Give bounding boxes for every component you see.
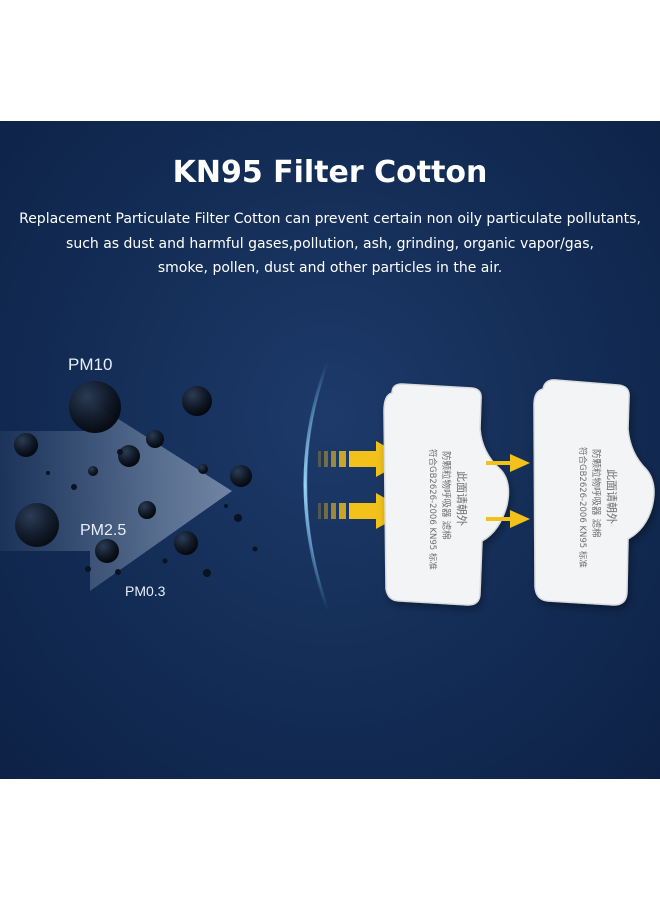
filter-pad-front: 此面请朝外 防颗粒物呼吸器 滤棉 符合GB2626-2006 KN95 标准 (383, 383, 510, 606)
description-line: such as dust and harmful gases,pollution… (66, 235, 594, 252)
filter-print-line2-back: 防颗粒物呼吸器 滤棉 (590, 449, 602, 538)
filter-pad-back: 此面请朝外 防颗粒物呼吸器 滤棉 符合GB2626-2006 KN95 标准 (533, 379, 655, 606)
particle-cluster (14, 381, 258, 577)
filtration-illustration: PM10 PM2.5 PM0.3 (0, 355, 655, 612)
pm25-label: PM2.5 (80, 522, 126, 539)
product-banner: PM10 PM2.5 PM0.3 (0, 121, 660, 779)
description-line: smoke, pollen, dust and other particles … (157, 260, 503, 276)
filter-print-line1-back: 此面请朝外 (605, 469, 618, 524)
pm03-label: PM0.3 (125, 583, 166, 599)
description-line: Replacement Particulate Filter Cotton ca… (19, 211, 641, 227)
pm10-label: PM10 (68, 355, 112, 374)
airflow-arrow (0, 401, 232, 591)
passthrough-arrows (486, 454, 530, 528)
filter-print-line1: 此面请朝外 (455, 471, 468, 526)
filter-print-line3: 符合GB2626-2006 KN95 标准 (427, 449, 438, 570)
banner-description: Replacement Particulate Filter Cotton ca… (10, 207, 650, 281)
filter-print-line2: 防颗粒物呼吸器 滤棉 (440, 451, 452, 540)
banner-title: KN95 Filter Cotton (172, 155, 488, 190)
filter-print-line3-back: 符合GB2626-2006 KN95 标准 (577, 447, 588, 568)
